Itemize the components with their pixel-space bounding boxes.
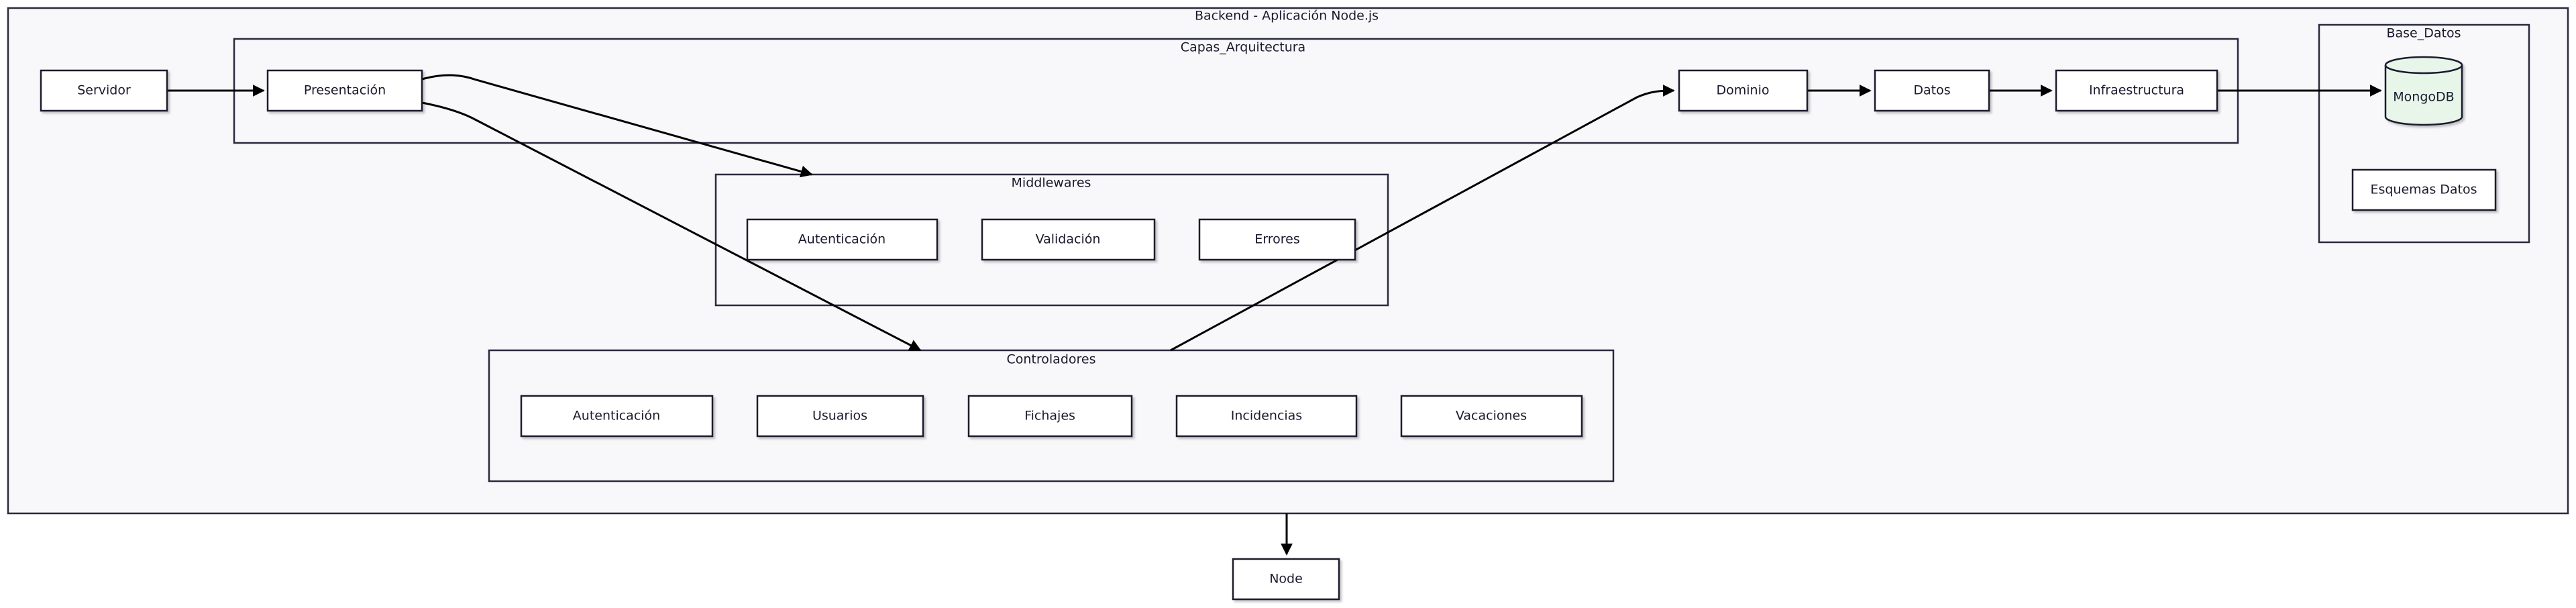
node-ctl-incidencias[interactable]: Incidencias — [1175, 395, 1358, 438]
middlewares-title: Middlewares — [1012, 176, 1091, 191]
node-ctl-incidencias-label: Incidencias — [1231, 409, 1302, 423]
node-ctl-vacaciones-label: Vacaciones — [1456, 409, 1527, 423]
node-mw-autenticacion-label: Autenticación — [798, 232, 885, 247]
node-ctl-fichajes-label: Fichajes — [1024, 409, 1075, 423]
node-servidor-label: Servidor — [77, 83, 131, 98]
node-presentacion[interactable]: Presentación — [266, 69, 423, 112]
node-mw-validacion-label: Validación — [1036, 232, 1101, 247]
node-mongodb-label: MongoDB — [2393, 90, 2454, 105]
node-datos-label: Datos — [1913, 83, 1950, 98]
node-mw-autenticacion[interactable]: Autenticación — [746, 218, 938, 261]
capas-arquitectura-title: Capas_Arquitectura — [1181, 40, 1305, 55]
node-mw-validacion[interactable]: Validación — [981, 218, 1156, 261]
base-datos-title: Base_Datos — [2386, 26, 2461, 41]
node-infraestructura-label: Infraestructura — [2089, 83, 2184, 98]
node-mw-errores[interactable]: Errores — [1198, 218, 1356, 261]
node-presentacion-label: Presentación — [304, 83, 386, 98]
node-node-label: Node — [1269, 572, 1303, 587]
node-dominio-label: Dominio — [1717, 83, 1770, 98]
node-esquemas-datos[interactable]: Esquemas Datos — [2351, 168, 2497, 211]
node-node[interactable]: Node — [1232, 558, 1340, 601]
node-servidor[interactable]: Servidor — [40, 69, 168, 112]
node-ctl-autenticacion-label: Autenticación — [573, 409, 660, 423]
node-mw-errores-label: Errores — [1254, 232, 1299, 247]
node-ctl-vacaciones[interactable]: Vacaciones — [1400, 395, 1583, 438]
node-ctl-fichajes[interactable]: Fichajes — [967, 395, 1133, 438]
backend-cluster-title: Backend - Aplicación Node.js — [1195, 9, 1379, 23]
node-datos[interactable]: Datos — [1874, 69, 1990, 112]
node-dominio[interactable]: Dominio — [1678, 69, 1809, 112]
node-ctl-usuarios[interactable]: Usuarios — [756, 395, 924, 438]
edges — [167, 74, 2382, 556]
node-esquemas-datos-label: Esquemas Datos — [2370, 183, 2477, 197]
edge-controladores-dominio — [1170, 85, 1675, 352]
node-ctl-autenticacion[interactable]: Autenticación — [520, 395, 714, 438]
node-infraestructura[interactable]: Infraestructura — [2055, 69, 2218, 112]
node-ctl-usuarios-label: Usuarios — [812, 409, 867, 423]
edge-presentacion-middlewares — [421, 74, 813, 178]
edge-presentacion-controladores — [421, 101, 922, 352]
controladores-title: Controladores — [1007, 352, 1096, 367]
node-mongodb[interactable]: MongoDB — [2384, 56, 2463, 126]
